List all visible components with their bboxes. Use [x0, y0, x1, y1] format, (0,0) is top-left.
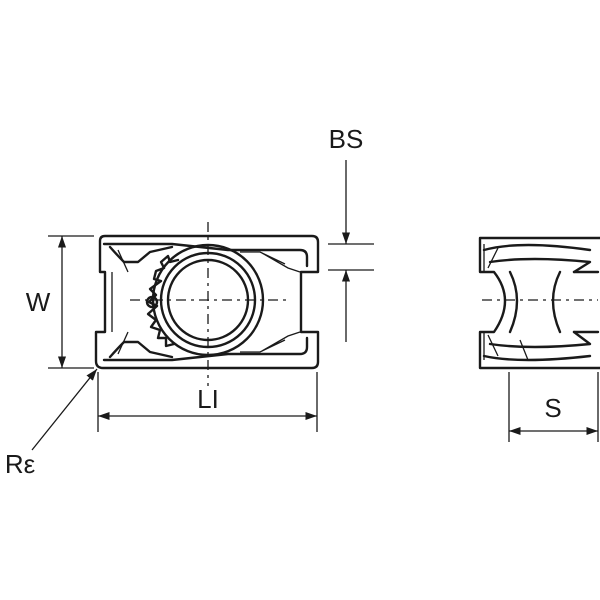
- upper-chip-groove: [108, 245, 174, 264]
- insert-side-view: [478, 236, 600, 370]
- lower-chip-groove: [108, 340, 174, 359]
- dimension-bs: BS: [328, 124, 374, 342]
- re-leader-arrow: [31, 368, 98, 451]
- upper-edge-facet: [240, 251, 301, 273]
- w-label: W: [26, 287, 51, 317]
- li-label: LI: [197, 384, 219, 414]
- li-label-bg: [184, 386, 232, 412]
- side-inner-upper: [482, 243, 592, 274]
- dimension-s: S: [508, 372, 599, 442]
- dimension-r-epsilon: Rε: [5, 368, 98, 479]
- re-label: Rε: [5, 449, 36, 479]
- insert-front-view: [94, 222, 320, 388]
- upper-rake-face: [102, 242, 309, 268]
- dimension-li: LI: [97, 372, 318, 432]
- dimension-w: W: [20, 235, 94, 369]
- side-outline: [478, 236, 600, 370]
- w-label-bg: [20, 286, 54, 316]
- side-inner-lower: [482, 330, 592, 362]
- lower-edge-facet: [240, 331, 301, 353]
- lower-rake-face: [102, 336, 309, 362]
- insert-outline: [94, 234, 320, 370]
- side-facet-lines: [483, 244, 529, 361]
- bs-label: BS: [329, 124, 364, 154]
- side-waist: [508, 270, 600, 334]
- s-label: S: [544, 393, 561, 423]
- left-edge-facet: [111, 249, 129, 355]
